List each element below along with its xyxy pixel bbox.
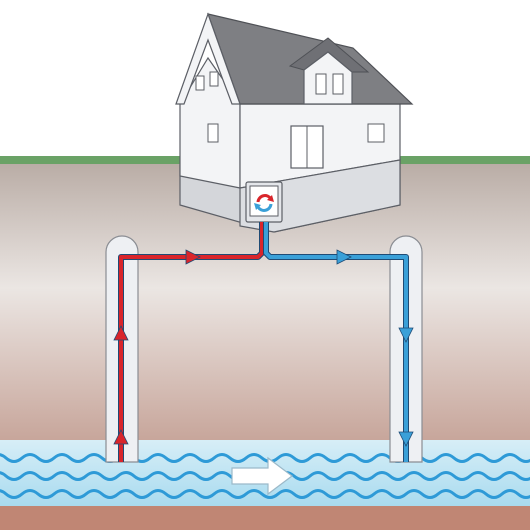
heat-pump-unit (245, 181, 283, 223)
front-window (367, 123, 385, 143)
attic-window (195, 75, 205, 91)
bedrock-layer (0, 505, 530, 530)
side-window (207, 123, 219, 143)
heat-pump-cycle-icon (254, 194, 274, 212)
house-roof-edge (175, 12, 241, 105)
return-pipe (263, 222, 409, 462)
hollow-arrow-right-icon (231, 456, 293, 496)
wave-line (0, 489, 530, 499)
house (175, 12, 414, 233)
attic-window (209, 71, 219, 87)
dormer-window (315, 73, 327, 95)
wave-line (0, 453, 530, 463)
triangle-arrow-icon (113, 429, 129, 445)
dormer-window (332, 73, 344, 95)
triangle-arrow-icon (398, 327, 414, 343)
triangle-arrow-icon (185, 249, 201, 265)
triangle-arrow-icon (113, 325, 129, 341)
groundwater-aquifer (0, 440, 530, 506)
triangle-arrow-icon (398, 431, 414, 447)
triangle-arrow-icon (336, 249, 352, 265)
